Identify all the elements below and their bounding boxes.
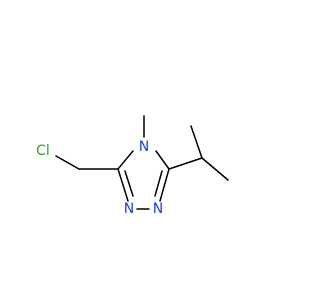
molecule-canvas: Cl N N N xyxy=(36,115,229,217)
bond-c5-ch xyxy=(168,157,203,170)
bond-c3-n4 xyxy=(117,150,134,170)
bond-n4-c5 xyxy=(155,150,170,170)
atom-labels: Cl N N N xyxy=(36,139,163,217)
chlorine-atom-label: Cl xyxy=(36,143,50,159)
n4-atom-label: N xyxy=(139,139,149,155)
bond-n2-c3 xyxy=(117,168,129,202)
bond-ch-methyl-right xyxy=(201,157,229,181)
structure-diagram: Cl N N N xyxy=(36,115,229,217)
bond-ch-methyl-top xyxy=(190,125,203,159)
n2-atom-label: N xyxy=(153,201,163,217)
n1-atom-label: N xyxy=(124,201,134,217)
bond-n2-c3-double xyxy=(124,170,134,197)
bond-c5-n1-double xyxy=(154,170,163,197)
bond-c5-n1 xyxy=(159,168,170,202)
bond-cl-ch2 xyxy=(55,155,80,170)
bonds xyxy=(55,115,229,210)
